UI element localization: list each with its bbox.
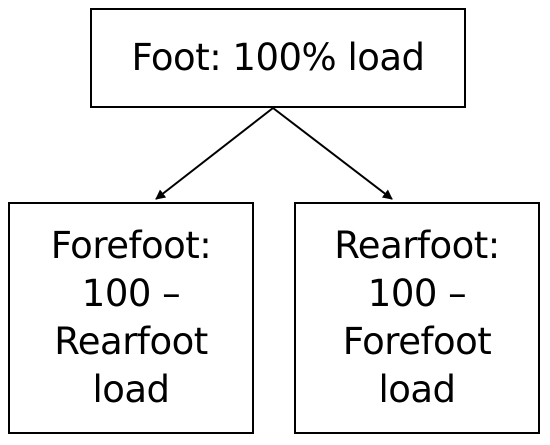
rearfoot-line-1: Rearfoot: — [334, 224, 500, 267]
rearfoot-line-4: load — [378, 368, 456, 411]
rearfoot-line-3: Forefoot — [342, 320, 492, 363]
forefoot-line-2: 100 – — [81, 272, 181, 315]
rearfoot-line-2: 100 – — [367, 272, 467, 315]
rearfoot-node: Rearfoot: 100 – Forefoot load — [294, 202, 540, 434]
arrow-to-forefoot — [155, 107, 274, 200]
root-node: Foot: 100% load — [90, 8, 466, 108]
forefoot-node: Forefoot: 100 – Rearfoot load — [8, 202, 254, 434]
forefoot-line-3: Rearfoot — [54, 320, 208, 363]
forefoot-line-1: Forefoot: — [50, 224, 212, 267]
arrow-to-rearfoot — [272, 107, 393, 200]
forefoot-line-4: load — [92, 368, 170, 411]
root-node-label: Foot: 100% load — [131, 36, 425, 79]
